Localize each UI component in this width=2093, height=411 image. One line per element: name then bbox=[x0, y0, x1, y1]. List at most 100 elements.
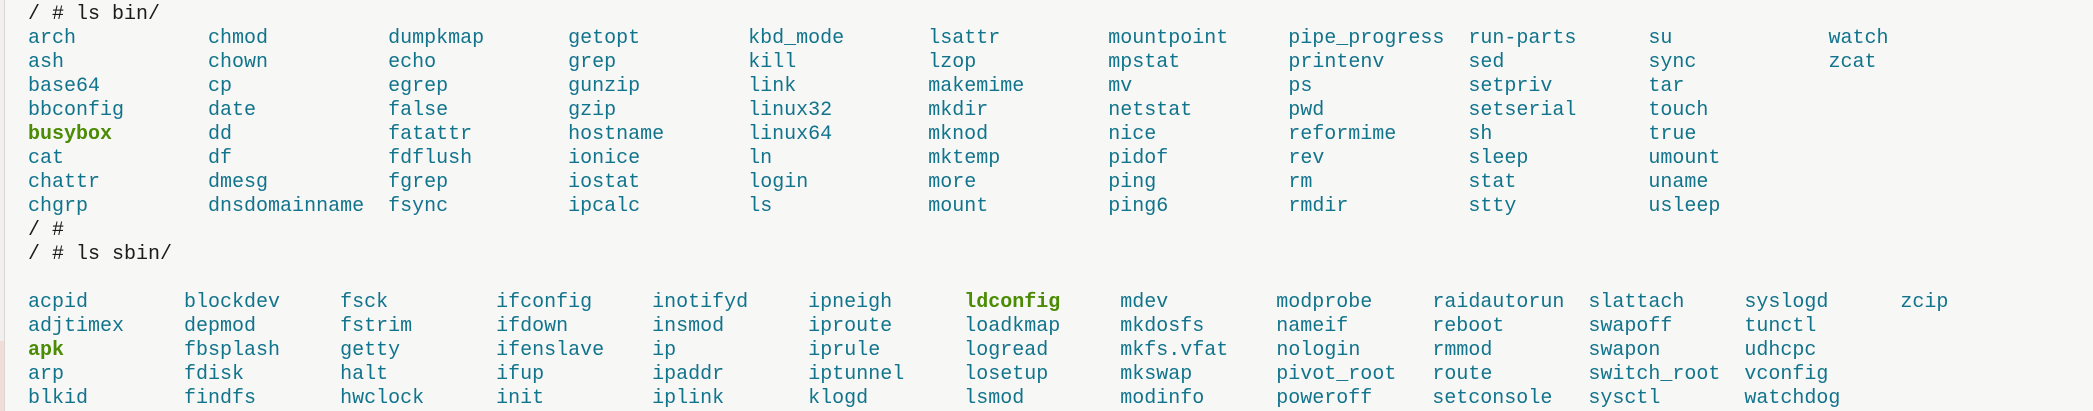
file-entry: mount bbox=[928, 195, 989, 218]
file-entry: makemime bbox=[928, 75, 1025, 98]
terminal-line: arp fdisk halt ifup ipaddr iptunnel lose… bbox=[28, 363, 2093, 387]
file-entry: sh bbox=[1468, 123, 1493, 146]
file-entry: mkdosfs bbox=[1120, 315, 1205, 338]
file-entry: ping6 bbox=[1108, 195, 1169, 218]
executable-entry: apk bbox=[28, 339, 65, 362]
executable-entry: busybox bbox=[28, 123, 113, 146]
terminal-line: / # ls bin/ bbox=[28, 3, 2093, 27]
terminal-line: / # ls sbin/ bbox=[28, 243, 2093, 267]
file-entry: chattr bbox=[28, 171, 101, 194]
terminal-line: chattr dmesg fgrep iostat login more pin… bbox=[28, 171, 2093, 195]
shell-command: ls bin/ bbox=[76, 3, 161, 26]
file-entry: fstrim bbox=[340, 315, 413, 338]
file-entry: blkid bbox=[28, 387, 89, 410]
file-entry: dumpkmap bbox=[388, 27, 485, 50]
terminal-line: cat df fdflush ionice ln mktemp pidof re… bbox=[28, 147, 2093, 171]
file-entry: usleep bbox=[1648, 195, 1721, 218]
file-entry: ipneigh bbox=[808, 291, 893, 314]
shell-prompt: / # bbox=[28, 3, 65, 26]
scrollbar-thumb[interactable] bbox=[0, 341, 4, 411]
file-entry: ifconfig bbox=[496, 291, 593, 314]
file-entry: df bbox=[208, 147, 233, 170]
file-entry: fdflush bbox=[388, 147, 473, 170]
file-entry: bbconfig bbox=[28, 99, 125, 122]
file-entry: mountpoint bbox=[1108, 27, 1229, 50]
file-entry: nameif bbox=[1276, 315, 1349, 338]
file-entry: nologin bbox=[1276, 339, 1361, 362]
file-entry: zcip bbox=[1900, 291, 1949, 314]
file-entry: blockdev bbox=[184, 291, 281, 314]
file-entry: dd bbox=[208, 123, 233, 146]
file-entry: mkswap bbox=[1120, 363, 1193, 386]
file-entry: gzip bbox=[568, 99, 617, 122]
file-entry: mdev bbox=[1120, 291, 1169, 314]
file-entry: switch_root bbox=[1588, 363, 1721, 386]
file-entry: login bbox=[748, 171, 809, 194]
file-entry: swapon bbox=[1588, 339, 1661, 362]
file-entry: stty bbox=[1468, 195, 1517, 218]
file-entry: fsync bbox=[388, 195, 449, 218]
file-entry: rmmod bbox=[1432, 339, 1493, 362]
file-entry: tar bbox=[1648, 75, 1685, 98]
file-entry: modinfo bbox=[1120, 387, 1205, 410]
file-entry: ipcalc bbox=[568, 195, 641, 218]
file-entry: fsck bbox=[340, 291, 389, 314]
file-entry: logread bbox=[964, 339, 1049, 362]
file-entry: modprobe bbox=[1276, 291, 1373, 314]
file-entry: chmod bbox=[208, 27, 269, 50]
file-entry: umount bbox=[1648, 147, 1721, 170]
file-entry: loadkmap bbox=[964, 315, 1061, 338]
file-entry: setpriv bbox=[1468, 75, 1553, 98]
file-entry: mknod bbox=[928, 123, 989, 146]
file-entry: ifup bbox=[496, 363, 545, 386]
file-entry: poweroff bbox=[1276, 387, 1373, 410]
file-entry: chown bbox=[208, 51, 269, 74]
terminal-line: ash chown echo grep kill lzop mpstat pri… bbox=[28, 51, 2093, 75]
file-entry: mv bbox=[1108, 75, 1133, 98]
file-entry: mktemp bbox=[928, 147, 1001, 170]
file-entry: getty bbox=[340, 339, 401, 362]
file-entry: pidof bbox=[1108, 147, 1169, 170]
file-entry: dmesg bbox=[208, 171, 269, 194]
file-entry: mkdir bbox=[928, 99, 989, 122]
file-entry: setconsole bbox=[1432, 387, 1553, 410]
file-entry: udhcpc bbox=[1744, 339, 1817, 362]
file-entry: watch bbox=[1828, 27, 1889, 50]
file-entry: base64 bbox=[28, 75, 101, 98]
file-entry: sysctl bbox=[1588, 387, 1661, 410]
file-entry: syslogd bbox=[1744, 291, 1829, 314]
file-entry: mpstat bbox=[1108, 51, 1181, 74]
file-entry: pivot_root bbox=[1276, 363, 1397, 386]
file-entry: ionice bbox=[568, 147, 641, 170]
scrollbar[interactable] bbox=[0, 0, 5, 411]
file-entry: printenv bbox=[1288, 51, 1385, 74]
file-entry: ip bbox=[652, 339, 677, 362]
shell-command: ls sbin/ bbox=[76, 243, 173, 266]
terminal-line bbox=[28, 267, 2093, 291]
file-entry: zcat bbox=[1828, 51, 1877, 74]
file-entry: hostname bbox=[568, 123, 665, 146]
file-entry: swapoff bbox=[1588, 315, 1673, 338]
file-entry: vconfig bbox=[1744, 363, 1829, 386]
file-entry: kill bbox=[748, 51, 797, 74]
file-entry: lsmod bbox=[964, 387, 1025, 410]
file-entry: fgrep bbox=[388, 171, 449, 194]
file-entry: egrep bbox=[388, 75, 449, 98]
file-entry: more bbox=[928, 171, 977, 194]
file-entry: gunzip bbox=[568, 75, 641, 98]
file-entry: date bbox=[208, 99, 257, 122]
file-entry: sed bbox=[1468, 51, 1505, 74]
file-entry: getopt bbox=[568, 27, 641, 50]
file-entry: hwclock bbox=[340, 387, 425, 410]
file-entry: iptunnel bbox=[808, 363, 905, 386]
file-entry: ln bbox=[748, 147, 773, 170]
terminal-line: / # bbox=[28, 219, 2093, 243]
shell-prompt: / # bbox=[28, 243, 65, 266]
file-entry: findfs bbox=[184, 387, 257, 410]
file-entry: false bbox=[388, 99, 449, 122]
terminal-line: busybox dd fatattr hostname linux64 mkno… bbox=[28, 123, 2093, 147]
file-entry: fdisk bbox=[184, 363, 245, 386]
file-entry: touch bbox=[1648, 99, 1709, 122]
file-entry: rev bbox=[1288, 147, 1325, 170]
file-entry: klogd bbox=[808, 387, 869, 410]
